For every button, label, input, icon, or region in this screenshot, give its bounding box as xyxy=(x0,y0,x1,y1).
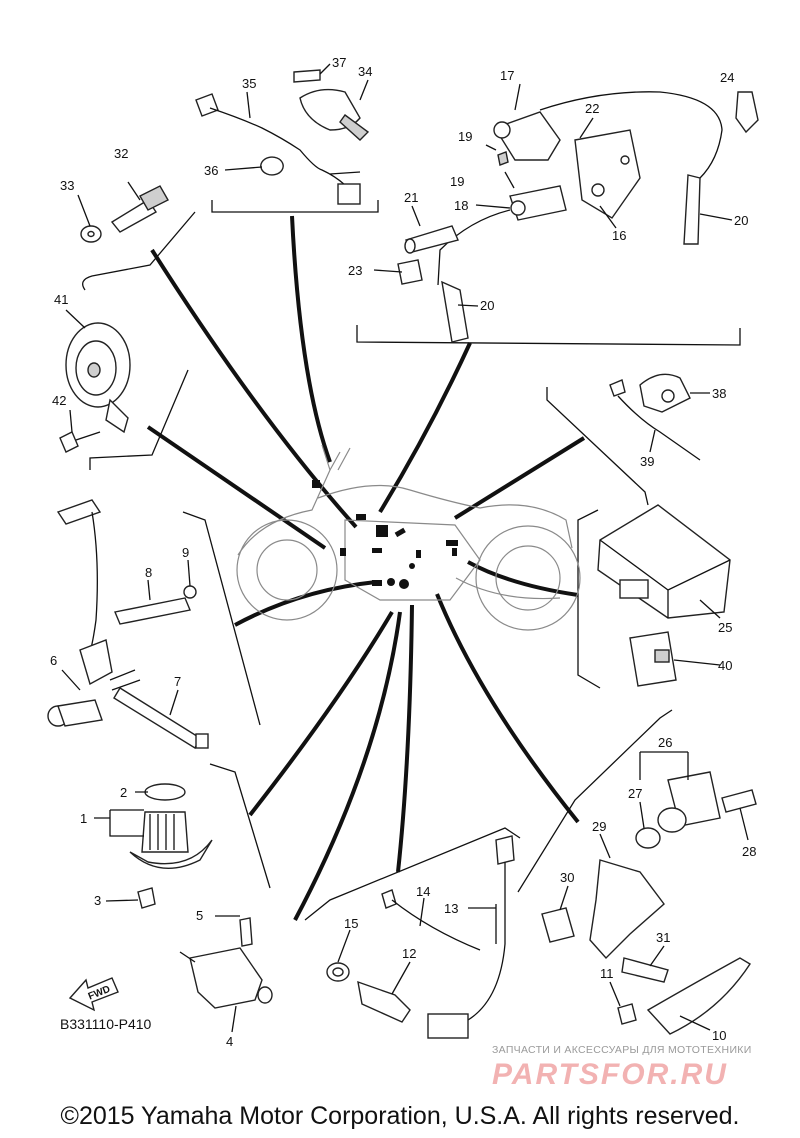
callout-25: 25 xyxy=(718,620,732,635)
callout-1: 1 xyxy=(80,811,87,826)
callout-33: 33 xyxy=(60,178,74,193)
callout-35: 35 xyxy=(242,76,256,91)
callout-17: 17 xyxy=(500,68,514,83)
callout-20a: 20 xyxy=(734,213,748,228)
callout-leaders xyxy=(61,83,749,1033)
callout-numbers: 1 2 3 4 5 6 7 8 9 10 11 12 13 14 15 16 1… xyxy=(50,55,756,1049)
callout-4: 4 xyxy=(226,1034,233,1049)
callout-27: 27 xyxy=(628,786,642,801)
part-41-42-horn xyxy=(59,309,131,453)
copyright-notice: ©2015 Yamaha Motor Corporation, U.S.A. A… xyxy=(60,1102,740,1130)
callout-32: 32 xyxy=(114,146,128,161)
callout-42: 42 xyxy=(52,393,66,408)
callout-23: 23 xyxy=(348,263,362,278)
callout-26: 26 xyxy=(658,735,672,750)
part-34-37-sensor-harness xyxy=(195,63,370,205)
part-1-3-neutral-switch xyxy=(129,783,213,909)
callout-19a: 19 xyxy=(458,129,472,144)
callout-13: 13 xyxy=(444,901,458,916)
part-25-40-ecu-relay xyxy=(597,504,731,687)
callout-30: 30 xyxy=(560,870,574,885)
callout-14: 14 xyxy=(416,884,430,899)
part-6-9-sidestand-switch xyxy=(47,499,209,749)
callout-34: 34 xyxy=(358,64,372,79)
callout-31: 31 xyxy=(656,930,670,945)
callout-5: 5 xyxy=(196,908,203,923)
callout-21: 21 xyxy=(404,190,418,205)
callout-3: 3 xyxy=(94,893,101,908)
callout-36: 36 xyxy=(204,163,218,178)
callout-39: 39 xyxy=(640,454,654,469)
forward-arrow-icon: FWD xyxy=(68,977,119,1012)
callout-38: 38 xyxy=(712,386,726,401)
part-32-33-sensor xyxy=(77,181,169,243)
callout-10: 10 xyxy=(712,1028,726,1043)
callout-41: 41 xyxy=(54,292,68,307)
motorcycle-outline xyxy=(236,444,581,631)
watermark-caption: ЗАПЧАСТИ И АКСЕССУАРЫ ДЛЯ МОТОТЕХНИКИ xyxy=(492,1044,752,1056)
callout-11: 11 xyxy=(600,966,614,981)
callout-6: 6 xyxy=(50,653,57,668)
leader-lines xyxy=(146,215,586,921)
callout-18: 18 xyxy=(454,198,468,213)
callout-20b: 20 xyxy=(480,298,494,313)
electrical-parts-diagram: FWD 1 xyxy=(47,55,759,1049)
callout-28: 28 xyxy=(742,844,756,859)
diagram-code: B331110-P410 xyxy=(60,1016,152,1032)
callout-2: 2 xyxy=(120,785,127,800)
callout-24: 24 xyxy=(720,70,734,85)
component-location-markers xyxy=(312,480,458,589)
callout-22: 22 xyxy=(585,101,599,116)
callout-16: 16 xyxy=(612,228,626,243)
callout-9: 9 xyxy=(182,545,189,560)
part-10-11-26-31-sensor-bracket xyxy=(541,771,757,1035)
part-16-24-ignition-coils xyxy=(397,91,759,343)
part-4-5-switch xyxy=(179,917,273,1009)
callout-40: 40 xyxy=(718,658,732,673)
callout-15: 15 xyxy=(344,916,358,931)
callout-37: 37 xyxy=(332,55,346,70)
part-38-39-clamps xyxy=(609,373,701,461)
callout-29: 29 xyxy=(592,819,606,834)
callout-19b: 19 xyxy=(450,174,464,189)
callout-7: 7 xyxy=(174,674,181,689)
group-frames xyxy=(82,200,741,921)
watermark-logo: PARTSFOR.RU xyxy=(492,1058,728,1091)
callout-8: 8 xyxy=(145,565,152,580)
callout-12: 12 xyxy=(402,946,416,961)
part-12-15-sensor-harness xyxy=(326,835,515,1039)
